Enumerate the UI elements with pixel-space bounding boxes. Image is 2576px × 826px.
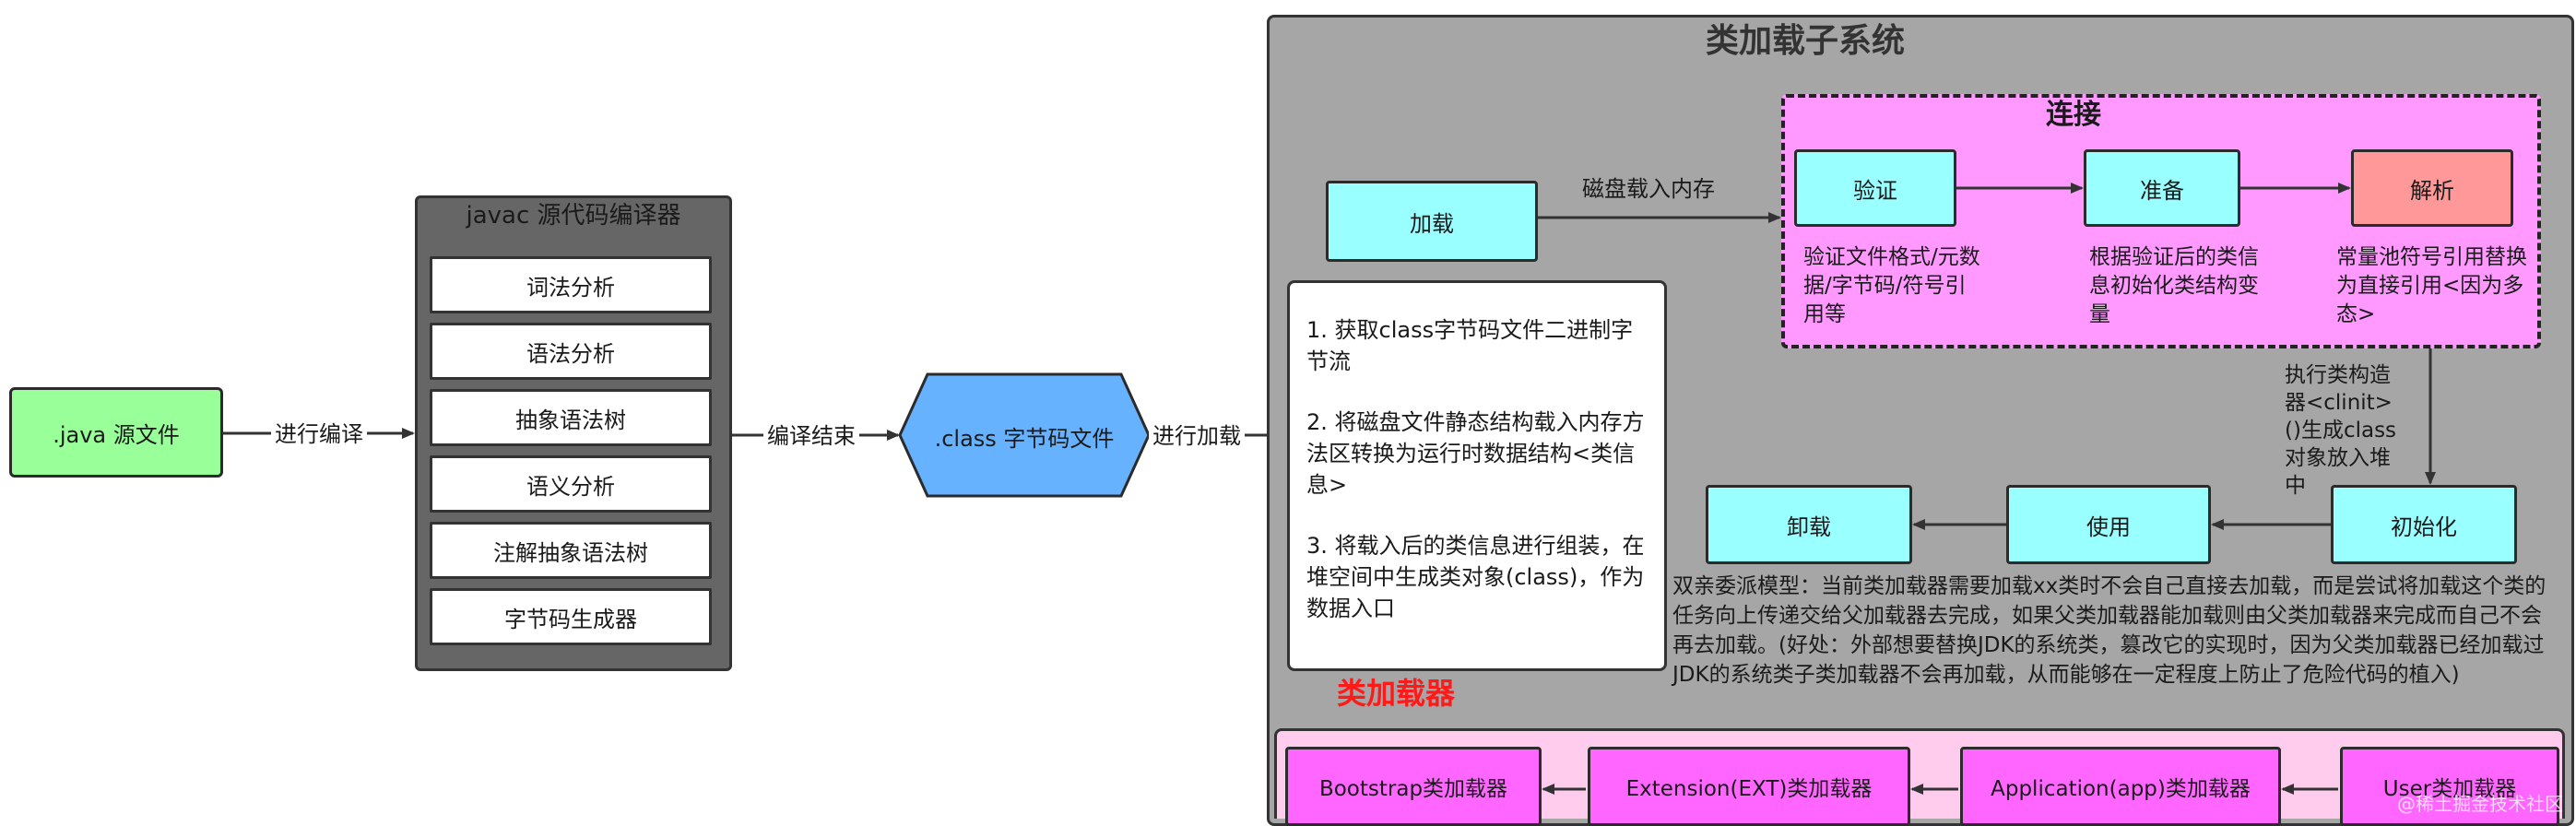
class-file-label: .class 字节码文件 bbox=[934, 426, 1115, 452]
edge-compile-end-label: 编译结束 bbox=[763, 422, 859, 450]
verify-label: 验证 bbox=[1853, 177, 1897, 204]
class-loader-node: User类加载器 bbox=[2340, 747, 2559, 826]
class-loader-node: Application(app)类加载器 bbox=[1960, 747, 2281, 826]
linking-title: 连接 bbox=[2046, 99, 2101, 131]
resolve-node: 解析 bbox=[2351, 149, 2513, 227]
unload-node: 卸载 bbox=[1706, 485, 1912, 564]
load-notes-card: 1. 获取class字节码文件二进制字节流 2. 将磁盘文件静态结构载入内存方法… bbox=[1287, 280, 1667, 671]
edge-disk-label: 磁盘载入内存 bbox=[1582, 176, 1715, 202]
subsystem-title: 类加载子系统 bbox=[1705, 22, 1905, 60]
load-note-3: 3. 将载入后的类信息进行组装，在堆空间中生成类对象(class)，作为数据入口 bbox=[1306, 533, 1645, 621]
compiler-step: 语义分析 bbox=[430, 455, 712, 513]
load-label: 加载 bbox=[1410, 210, 1454, 237]
prepare-desc: 根据验证后的类信息初始化类结构变量 bbox=[2089, 245, 2259, 326]
prepare-label: 准备 bbox=[2140, 177, 2184, 204]
java-source-file-node: .java 源文件 bbox=[9, 387, 223, 478]
watermark: @稀土掘金技术社区 bbox=[2397, 793, 2563, 815]
unload-label: 卸载 bbox=[1787, 513, 1831, 540]
edge-compile-label: 进行编译 bbox=[271, 420, 367, 448]
compiler-step: 语法分析 bbox=[430, 323, 712, 380]
init-label: 初始化 bbox=[2391, 513, 2457, 540]
init-node: 初始化 bbox=[2331, 485, 2517, 564]
resolve-desc: 常量池符号引用替换为直接引用<因为多态> bbox=[2336, 245, 2527, 326]
load-note-1: 1. 获取class字节码文件二进制字节流 bbox=[1306, 317, 1634, 374]
compiler-step: 词法分析 bbox=[430, 256, 712, 313]
edge-load-label: 进行加载 bbox=[1149, 422, 1245, 450]
compiler-step: 抽象语法树 bbox=[430, 389, 712, 446]
init-desc: 执行类构造器<clinit>()生成class对象放入堆中 bbox=[2285, 363, 2397, 498]
load-note-2: 2. 将磁盘文件静态结构载入内存方法区转换为运行时数据结构<类信息> bbox=[1306, 409, 1645, 498]
java-source-file-label: .java 源文件 bbox=[53, 421, 180, 448]
verify-desc: 验证文件格式/元数据/字节码/符号引用等 bbox=[1803, 245, 1980, 326]
class-loader-node: Bootstrap类加载器 bbox=[1285, 747, 1542, 826]
compiler-step: 注解抽象语法树 bbox=[430, 522, 712, 579]
delegation-paragraph: 双亲委派模型：当前类加载器需要加载xx类时不会自己直接去加载，而是尝试将加载这个… bbox=[1672, 574, 2546, 687]
prepare-node: 准备 bbox=[2084, 149, 2240, 227]
compiler-step: 字节码生成器 bbox=[430, 588, 712, 645]
load-node: 加载 bbox=[1326, 181, 1538, 262]
loaders-title: 类加载器 bbox=[1337, 676, 1456, 711]
use-label: 使用 bbox=[2086, 513, 2131, 540]
compiler-title: javac 源代码编译器 bbox=[466, 202, 681, 230]
use-node: 使用 bbox=[2006, 485, 2211, 564]
verify-node: 验证 bbox=[1794, 149, 1956, 227]
resolve-label: 解析 bbox=[2410, 177, 2454, 204]
